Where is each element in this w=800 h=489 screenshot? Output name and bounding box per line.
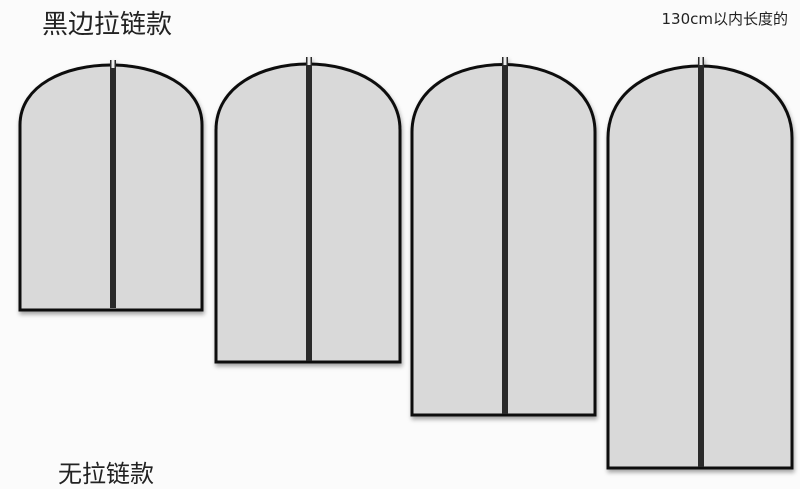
- length-note: 130cm以内长度的: [661, 10, 789, 28]
- garment-bag-3: [410, 57, 597, 417]
- zipper-style-title: 黑边拉链款: [42, 10, 173, 40]
- zipper-bag-2: [306, 57, 312, 361]
- garment-bag-4: [606, 57, 794, 470]
- no-zipper-style-title: 无拉链款: [58, 460, 154, 488]
- zipper-bag-4: [698, 57, 704, 467]
- garment-bag-2: [214, 57, 402, 364]
- garment-bag-1: [18, 60, 204, 312]
- zipper-bag-3: [502, 57, 508, 414]
- zipper-bag-1: [110, 60, 116, 308]
